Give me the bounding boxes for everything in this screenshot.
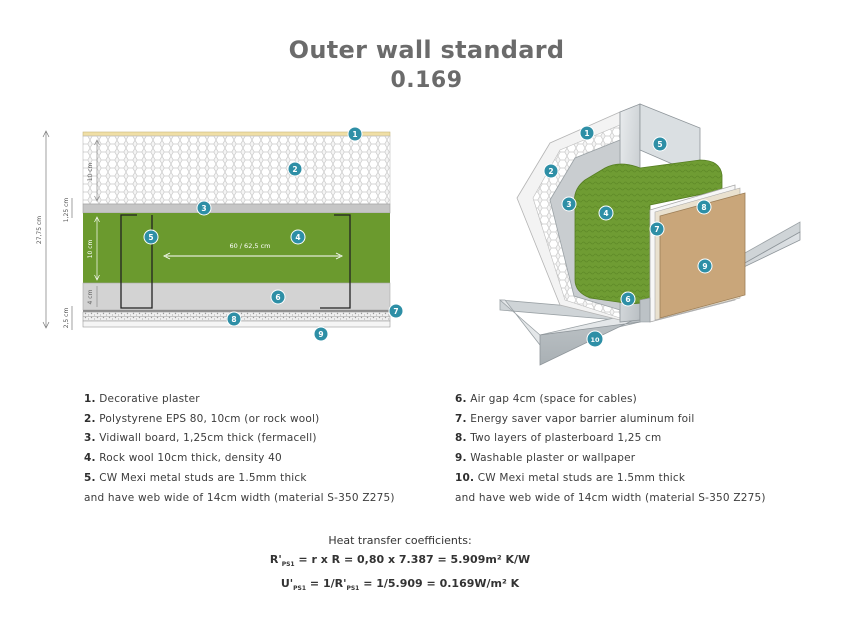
svg-text:2: 2 (292, 165, 297, 174)
marker-1: 1 (347, 126, 363, 142)
svg-text:7: 7 (393, 307, 398, 316)
svg-text:1: 1 (584, 129, 589, 138)
layer-air-gap (82, 282, 391, 311)
svg-text:8: 8 (231, 315, 236, 324)
marker-3d-9: 9 (697, 258, 713, 274)
layer-rock-wool (83, 213, 390, 283)
formula-u-line: U'PS1 = 1/R'PS1 = 1/5.909 = 0.169W/m² K (280, 577, 520, 593)
svg-text:4: 4 (603, 209, 608, 218)
legend-item-1: 1. Decorative plaster (84, 393, 200, 405)
svg-text:5: 5 (148, 233, 153, 242)
marker-6: 6 (270, 289, 286, 305)
svg-text:8: 8 (701, 203, 706, 212)
legend-item-9: 9. Washable plaster or wallpaper (455, 452, 636, 465)
diagram-title: Outer wall standard (288, 36, 565, 64)
svg-text:4: 4 (295, 233, 300, 242)
svg-text:2: 2 (548, 167, 553, 176)
marker-3d-2: 2 (543, 163, 559, 179)
marker-3d-1: 1 (579, 125, 595, 141)
wool-thickness-label: 10 cm (87, 240, 94, 259)
legend-left: 1. Decorative plaster 2. Polystyrene EPS… (84, 390, 395, 508)
svg-text:6: 6 (625, 295, 630, 304)
legend-item-4: 4. Rock wool 10cm thick, density 40 (84, 452, 282, 465)
svg-text:9: 9 (702, 262, 707, 271)
marker-4: 4 (290, 229, 306, 245)
legend-item-5-continued: and have web wide of 14cm width (materia… (84, 491, 395, 504)
metal-stud-left (120, 214, 153, 309)
heat-transfer-formula: Heat transfer coefficients: R'PS1 = r x … (0, 531, 800, 598)
svg-text:3: 3 (201, 204, 206, 213)
layer-vapor-foil (83, 310, 390, 312)
legend-right: 6. Air gap 4cm (space for cables) 7. Ene… (455, 390, 766, 508)
marker-3d-4: 4 (598, 205, 614, 221)
legend-item-6: 6. Air gap 4cm (space for cables) (455, 393, 637, 405)
svg-text:1: 1 (352, 130, 357, 139)
layer-decorative-plaster (82, 131, 391, 137)
svg-text:3: 3 (566, 200, 571, 209)
legend-item-8: 8. Two layers of plasterboard 1,25 cm (455, 432, 662, 445)
metal-stud-right (320, 214, 351, 309)
illustration-markers: 1 5 2 3 4 8 7 9 6 10 (543, 125, 713, 348)
formula-r-line: R'PS1 = r x R = 0,80 x 7.387 = 5.909m² K… (269, 553, 531, 569)
marker-3d-6: 6 (620, 291, 636, 307)
legend-item-5: 5. CW Mexi metal studs are 1.5mm thick (84, 471, 307, 484)
svg-text:10: 10 (590, 336, 600, 344)
marker-9: 9 (313, 326, 329, 342)
marker-2: 2 (287, 161, 303, 177)
marker-7: 7 (388, 303, 404, 319)
layer-vidiwall-board (82, 203, 391, 214)
marker-3d-8: 8 (696, 199, 712, 215)
plaster-thickness-label: 2,5 cm (63, 308, 70, 329)
board-thickness-label: 1,25 cm (63, 198, 70, 223)
u-value-subtitle: 0.169 (390, 68, 463, 93)
total-thickness-label: 27,75 cm (36, 216, 43, 244)
svg-text:5: 5 (657, 140, 662, 149)
gap-thickness-label: 4 cm (87, 289, 94, 304)
svg-text:6: 6 (275, 293, 280, 302)
wall-3d-illustration (498, 103, 801, 366)
eps-thickness-label: 10 cm (87, 163, 94, 182)
section-markers: 1 2 3 5 4 6 7 8 9 (143, 126, 404, 342)
legend-item-2: 2. Polystyrene EPS 80, 10cm (or rock woo… (84, 412, 320, 425)
marker-8: 8 (226, 311, 242, 327)
legend-item-7: 7. Energy saver vapor barrier aluminum f… (455, 412, 695, 425)
marker-3: 3 (196, 200, 212, 216)
stud-spacing-label: 60 / 62,5 cm (229, 242, 270, 250)
marker-5: 5 (143, 229, 159, 245)
marker-3d-3: 3 (561, 196, 577, 212)
marker-3d-5: 5 (652, 136, 668, 152)
svg-text:9: 9 (318, 330, 323, 339)
wall-cross-section: 60 / 62,5 cm 10 cm 10 cm 4 cm 27,75 cm 1… (36, 130, 391, 330)
legend-item-10-continued: and have web wide of 14cm width (materia… (455, 491, 766, 504)
legend-item-3: 3. Vidiwall board, 1,25cm thick (fermace… (84, 432, 317, 445)
svg-text:7: 7 (654, 225, 659, 234)
layer-polystyrene (82, 135, 391, 205)
formula-heading: Heat transfer coefficients: (328, 534, 472, 547)
marker-3d-10: 10 (586, 330, 604, 348)
marker-3d-7: 7 (649, 221, 665, 237)
legend-item-10: 10. CW Mexi metal studs are 1.5mm thick (455, 471, 686, 484)
